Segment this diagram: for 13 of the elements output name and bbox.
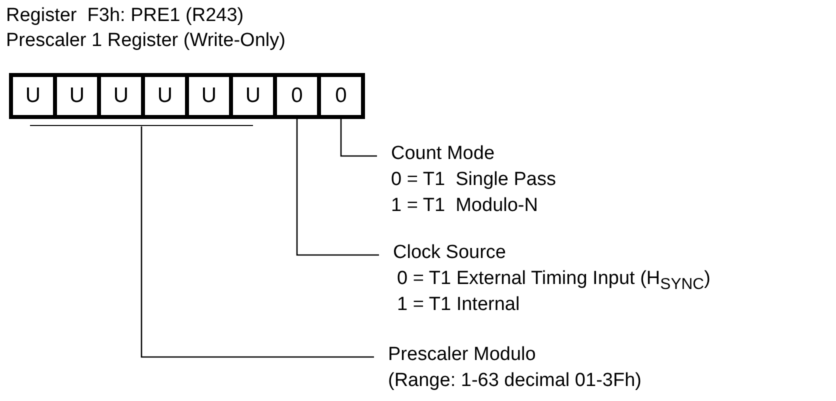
field-value-note: 1 = T1 Modulo-N [391,194,538,218]
field-name: Clock Source [393,241,506,265]
field-name: Count Mode [391,142,495,166]
leader-line [140,126,374,358]
field-value-note: 0 = T1 Single Pass [391,168,556,192]
field-name: Prescaler Modulo [388,343,536,367]
register-title: Register F3h: PRE1 (R243) [6,4,244,28]
leader-line [340,119,377,157]
field-value-note: (Range: 1-63 decimal 01-3Fh) [388,369,642,393]
leader-line [296,119,379,256]
field-value-note: 0 = T1 External Timing Input (H$_{SYNC}$) [397,267,710,292]
register-subtitle: Prescaler 1 Register (Write-Only) [6,29,286,53]
field-value-note: 1 = T1 Internal [397,293,520,317]
